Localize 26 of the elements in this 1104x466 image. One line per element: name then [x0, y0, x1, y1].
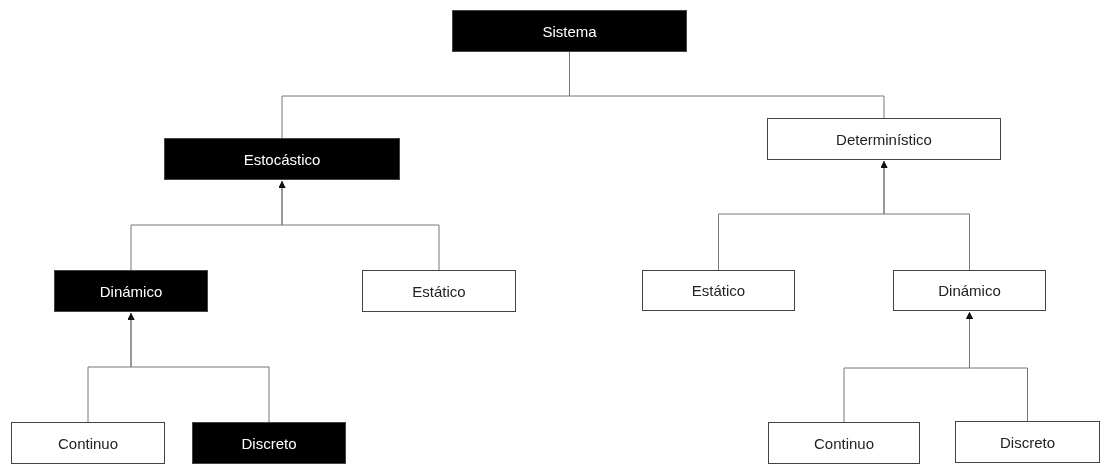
arrow	[966, 311, 1028, 422]
category-box	[452, 10, 687, 52]
category-box	[11, 422, 165, 464]
box-label: Discreto	[241, 434, 297, 452]
category-box	[192, 422, 346, 464]
box-label: Discreto	[1000, 433, 1055, 451]
category-box	[767, 118, 1001, 160]
box-label: Dinámico	[938, 282, 1001, 299]
category-box	[362, 270, 516, 312]
box-label: Continuo	[57, 434, 118, 452]
box-label: Sistema	[542, 22, 597, 40]
box-label: Determinístico	[836, 130, 932, 148]
category-box	[955, 421, 1100, 463]
arrow	[127, 312, 270, 423]
box-label: Continuo	[813, 434, 874, 452]
category-box	[54, 270, 208, 312]
category-box	[642, 270, 795, 311]
arrow	[278, 180, 440, 271]
category-box	[893, 270, 1046, 311]
box-label: Dinámico	[99, 282, 163, 300]
box-label: Estático	[412, 282, 466, 300]
category-box	[768, 422, 920, 464]
category-box	[164, 138, 400, 180]
arrow	[880, 160, 970, 271]
box-label: Estocástico	[243, 150, 321, 168]
box-label: Estático	[691, 282, 746, 299]
